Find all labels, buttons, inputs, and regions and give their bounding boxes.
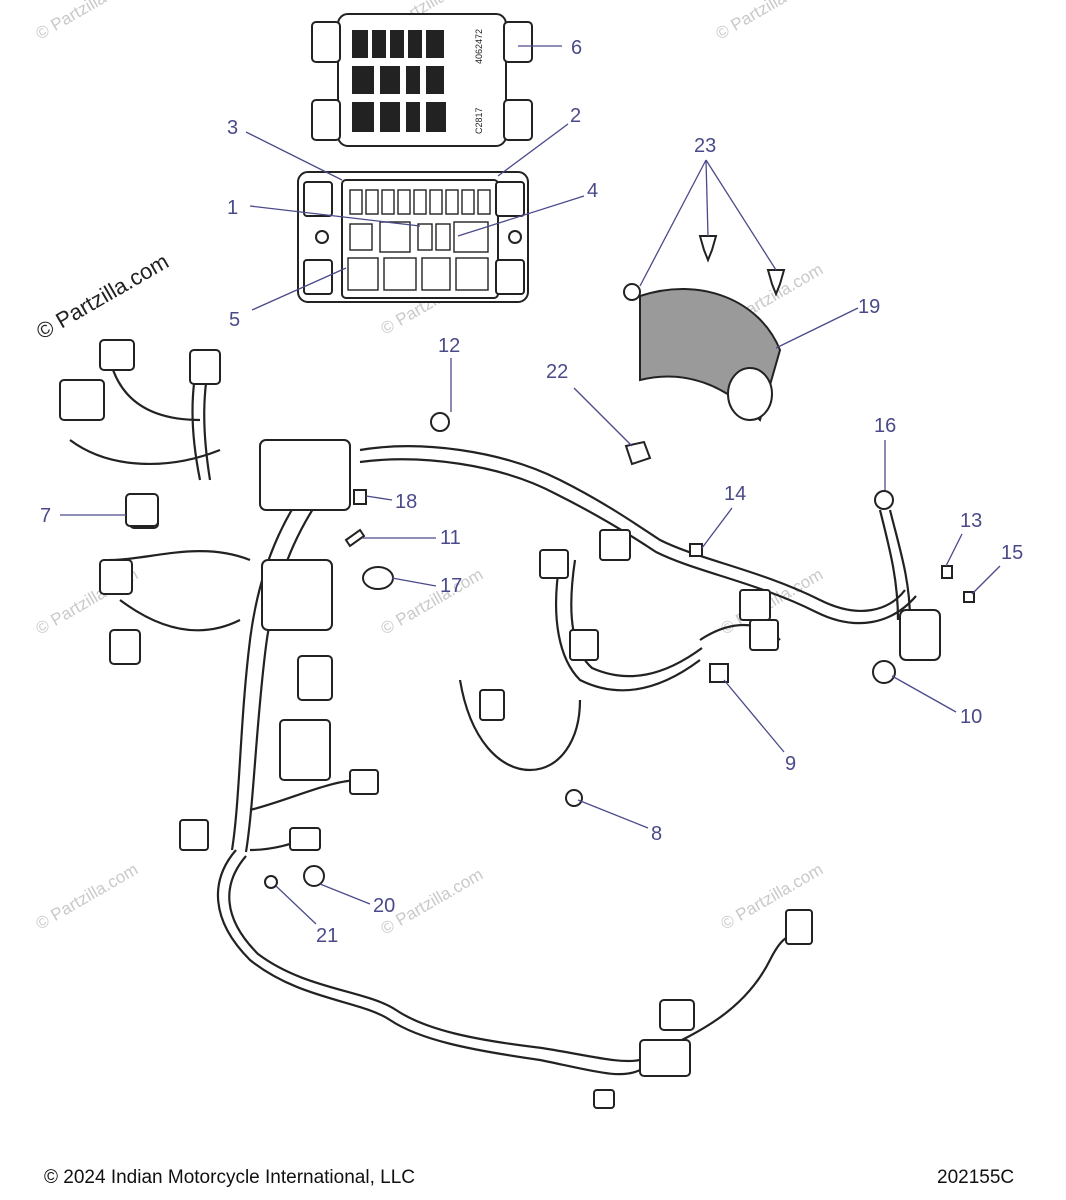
- tie-11: [344, 528, 366, 548]
- callout-15: 15: [1001, 542, 1023, 564]
- callout-8: 8: [651, 823, 662, 845]
- callout-4: 4: [587, 180, 598, 202]
- rivet-8: [565, 789, 583, 807]
- callout-20: 20: [373, 895, 395, 917]
- nut-13: [941, 565, 953, 579]
- callout-3: 3: [227, 117, 238, 139]
- diagram-code: 202155C: [937, 1167, 1015, 1188]
- callout-13: 13: [960, 510, 982, 532]
- relay-14: [689, 543, 703, 557]
- cover-code-top: 4062472: [474, 29, 484, 64]
- pushpin-23c: [766, 269, 786, 297]
- sensor-10: [872, 660, 896, 684]
- fuse-box-cover: 4062472 C2817: [311, 13, 533, 147]
- callout-23: 23: [694, 135, 716, 157]
- callout-12: 12: [438, 335, 460, 357]
- callout-18: 18: [395, 491, 417, 513]
- callout-16: 16: [874, 415, 896, 437]
- callout-9: 9: [785, 753, 796, 775]
- bolt-21: [264, 875, 278, 889]
- callout-6: 6: [571, 37, 582, 59]
- copyright-text: © 2024 Indian Motorcycle International, …: [44, 1167, 415, 1188]
- fuse-box-base: [297, 171, 529, 303]
- heat-shield-roll: [727, 367, 773, 421]
- clamp-12: [430, 412, 450, 432]
- cover-code-bottom: C2817: [474, 107, 484, 134]
- side-watermark: © Partzilla.com: [32, 249, 173, 345]
- loose-parts: [125, 235, 975, 889]
- callout-22: 22: [546, 361, 568, 383]
- watermark: © Partzilla.com: [33, 860, 142, 934]
- leader-lines: [60, 45, 1001, 925]
- callout-10: 10: [960, 706, 982, 728]
- clamp-17: [362, 566, 394, 590]
- callout-2: 2: [570, 105, 581, 127]
- connector-9: [709, 663, 729, 683]
- connector-7: [125, 493, 159, 527]
- pushpin-23a: [623, 283, 641, 301]
- pushpin-23b: [698, 235, 718, 263]
- clip-22: [624, 440, 652, 466]
- callout-labels: 1 2 3 4 5 6 7 8 9 10 11 12 13 14 15 16 1…: [40, 37, 1023, 947]
- nut-15: [963, 591, 975, 603]
- callout-21: 21: [316, 925, 338, 947]
- callout-11: 11: [440, 527, 461, 549]
- callout-17: 17: [440, 575, 462, 597]
- watermark: © Partzilla.com: [378, 565, 487, 639]
- watermark: © Partzilla.com: [33, 0, 142, 43]
- callout-1: 1: [227, 197, 238, 219]
- wiring-harness: [59, 339, 941, 1109]
- callout-19: 19: [858, 296, 880, 318]
- grommet-16: [874, 490, 894, 510]
- fastener-18: [353, 489, 367, 505]
- callout-5: 5: [229, 309, 240, 331]
- callout-14: 14: [724, 483, 746, 505]
- callout-7: 7: [40, 505, 51, 527]
- watermark: © Partzilla.com: [713, 0, 822, 43]
- clip-20: [303, 865, 325, 887]
